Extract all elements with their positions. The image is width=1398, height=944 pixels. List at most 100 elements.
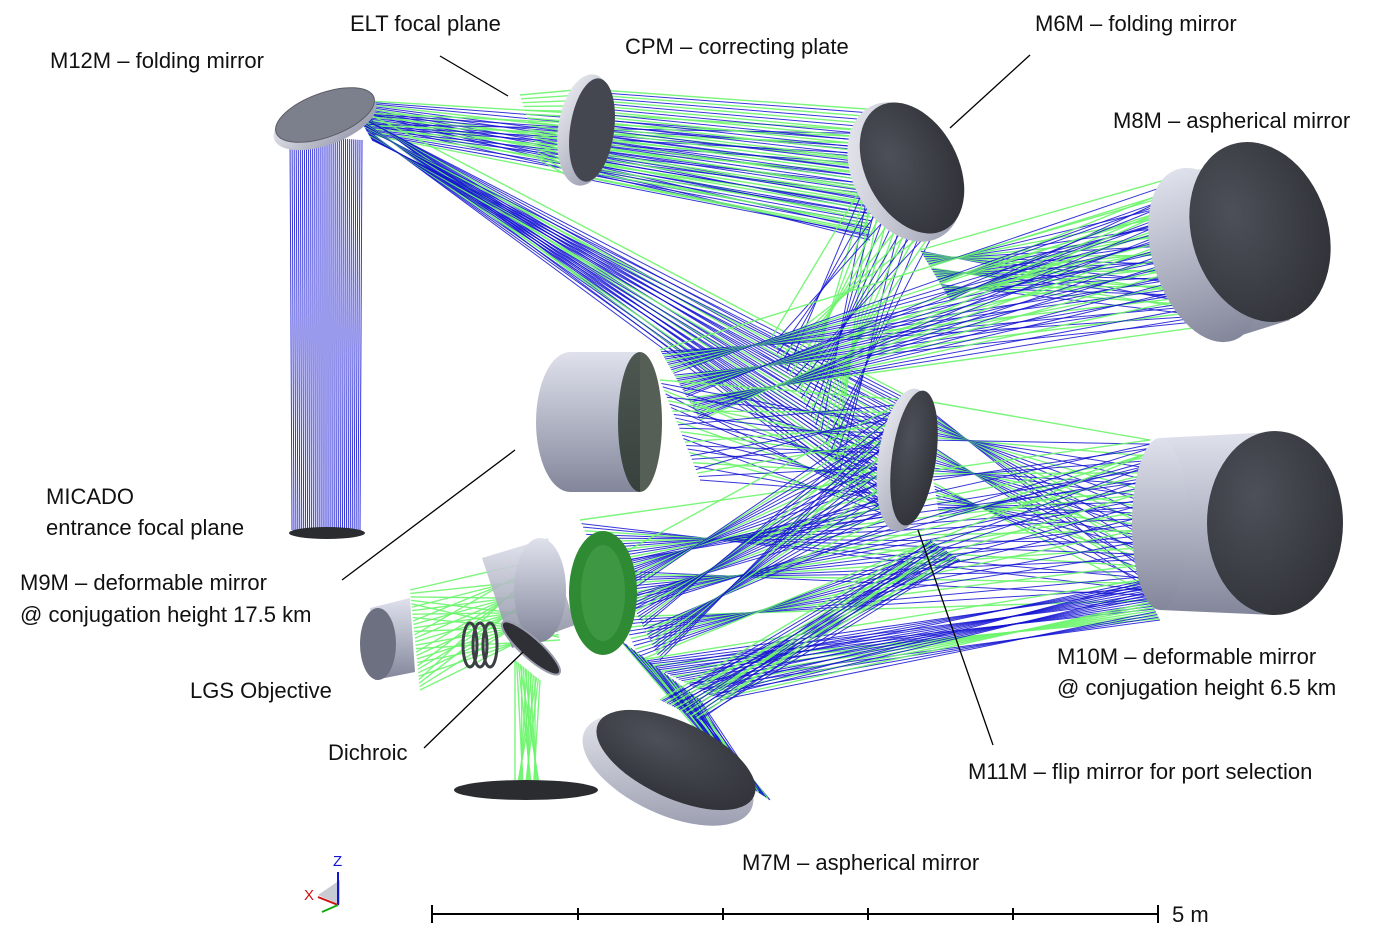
ray-line	[692, 597, 1150, 687]
ray-line	[349, 139, 353, 531]
ray-line	[636, 451, 904, 615]
ray-line	[310, 136, 312, 531]
ray-line	[365, 128, 896, 521]
ray-line	[589, 529, 1156, 543]
label-m7m: M7M – aspherical mirror	[742, 850, 979, 875]
ray-line	[618, 460, 1152, 611]
ray-line	[361, 122, 901, 460]
ray-line	[575, 105, 879, 136]
ray-line	[577, 116, 877, 150]
label-lgs-objective: LGS Objective	[190, 678, 332, 703]
ray-line	[776, 205, 883, 354]
ray-line	[619, 447, 1151, 614]
ray-line	[584, 530, 1158, 568]
ray-line	[706, 604, 1153, 694]
ray-line	[580, 129, 876, 168]
ray-line	[586, 533, 1158, 556]
ray-line	[640, 424, 905, 623]
ray-line	[621, 439, 904, 584]
ray-line	[677, 548, 944, 710]
ray-line	[645, 510, 901, 633]
ray-line	[625, 411, 905, 592]
ray-line	[717, 601, 1152, 700]
dichroic-plate	[500, 620, 562, 676]
ray-line	[769, 189, 861, 341]
ray-line	[657, 427, 905, 656]
ray-line	[649, 482, 902, 640]
ray-line	[297, 135, 301, 531]
ray-line	[661, 382, 904, 430]
ray-line	[367, 132, 899, 482]
ray-line	[582, 142, 875, 186]
ray-line	[671, 556, 956, 707]
ray-line	[623, 421, 905, 589]
scale-bar: 5 m	[431, 902, 1209, 927]
ray-line	[680, 549, 947, 712]
ray-line	[682, 540, 932, 712]
ray-line	[572, 92, 880, 118]
ray-line	[686, 186, 1213, 398]
label-m12m: M12M – folding mirror	[50, 48, 264, 73]
ray-line	[714, 591, 1147, 698]
ray-line	[772, 212, 892, 345]
ray-line	[675, 557, 958, 709]
ray-line	[342, 138, 344, 531]
axis-x-label: X	[304, 887, 314, 904]
ray-line	[587, 168, 872, 222]
ray-line	[338, 138, 340, 531]
label-micado-line1: MICADO	[46, 484, 134, 509]
ray-line	[599, 443, 1151, 568]
ray-line	[583, 145, 874, 190]
ray-line	[589, 176, 871, 233]
ray-line	[363, 124, 902, 441]
ray-line	[699, 549, 945, 721]
ray-line	[369, 135, 901, 454]
ray-line	[919, 399, 1151, 441]
ray-line	[639, 433, 904, 620]
ray-line	[366, 129, 897, 511]
label-dichroic: Dichroic	[328, 740, 407, 765]
ray-line	[588, 174, 871, 229]
ray-line	[364, 126, 905, 412]
micado-focal-plane	[289, 527, 365, 539]
ray-line	[670, 544, 939, 706]
ray-line	[690, 416, 905, 457]
ray-line	[610, 521, 1156, 593]
ray-line	[581, 134, 875, 175]
ray-line	[578, 121, 877, 157]
label-m9m-line1: M9M – deformable mirror	[20, 570, 267, 595]
ray-line	[515, 677, 538, 791]
ray-line	[355, 139, 359, 531]
ray-line	[362, 118, 867, 198]
ray-line	[575, 103, 879, 133]
ray-line	[719, 611, 1156, 701]
ray-line	[666, 396, 905, 422]
ray-line	[673, 183, 1212, 374]
m12m-mirror	[273, 87, 377, 151]
ray-line	[611, 513, 901, 564]
ray-line	[371, 134, 870, 235]
ray-line	[622, 430, 904, 587]
label-elt-focal-plane: ELT focal plane	[350, 11, 501, 36]
leader-m9m	[341, 449, 516, 581]
ray-line	[689, 543, 937, 716]
ray-line	[334, 138, 336, 531]
ray-line	[639, 451, 1152, 661]
ray-line	[659, 379, 906, 401]
ray-line	[299, 135, 303, 531]
ray-line	[694, 556, 957, 718]
ray-line	[684, 551, 949, 713]
ray-line	[643, 405, 906, 628]
ray-line	[659, 408, 905, 661]
ray-line	[613, 496, 1154, 600]
ray-line	[630, 497, 902, 602]
ray-line	[632, 479, 902, 607]
ray-line	[635, 460, 903, 612]
leader-elt-focal-plane	[439, 55, 509, 97]
m8m-mirror	[1148, 142, 1331, 343]
ray-line	[576, 111, 878, 143]
ray-line	[596, 468, 1152, 560]
ray-line	[589, 179, 871, 236]
ray-line	[684, 609, 1156, 683]
ray-line	[667, 593, 1147, 675]
